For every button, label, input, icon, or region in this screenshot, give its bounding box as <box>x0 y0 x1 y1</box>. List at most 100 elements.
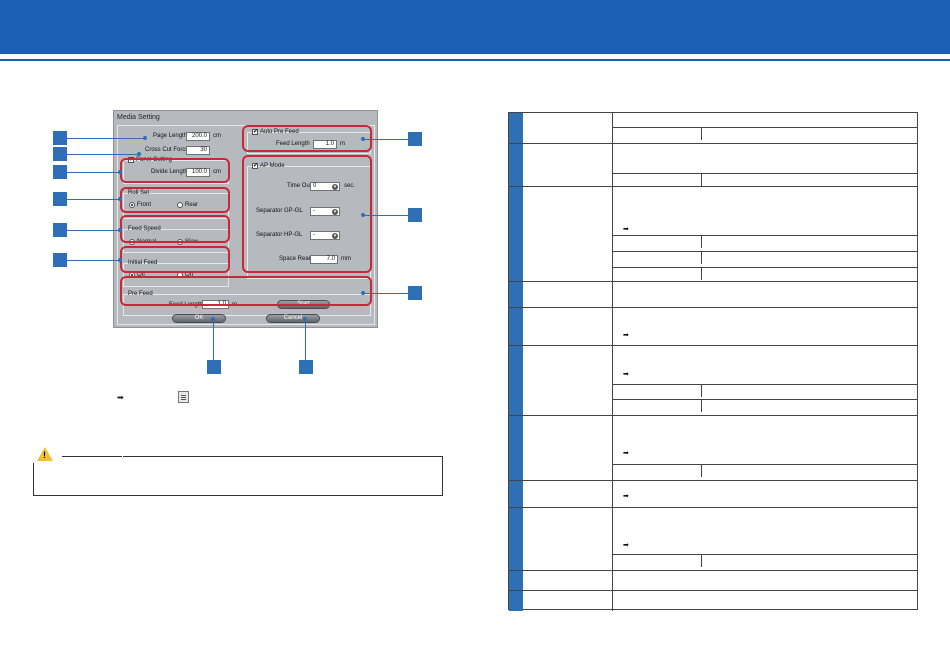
callout-marker <box>299 360 313 374</box>
settings-menu-icon <box>178 391 189 403</box>
sub-row <box>613 173 918 186</box>
row-marker <box>509 591 523 611</box>
callout-leader <box>363 139 408 140</box>
ap-mode-checkbox[interactable]: ✔ <box>252 163 259 169</box>
auto-pre-feed-checkbox[interactable]: ✔ <box>252 129 259 135</box>
callout-leader <box>305 319 306 360</box>
reference-arrow-icon: ➡ <box>623 542 629 549</box>
table-row: ➡ <box>509 480 918 508</box>
row-marker <box>509 144 523 187</box>
row-marker <box>509 113 523 143</box>
time-out-select[interactable]: 0▾ <box>310 182 340 191</box>
row-name-cell <box>523 481 613 508</box>
reference-arrow-icon: ➡ <box>623 450 629 457</box>
table-row <box>509 143 918 187</box>
callout-dot <box>118 197 122 201</box>
page-length-label: Page Length <box>153 133 188 139</box>
table-row: ➡ <box>509 186 918 282</box>
callout-dot <box>303 317 307 321</box>
initial-feed-group <box>123 263 229 287</box>
initial-feed-label: Initial Feed <box>128 260 158 266</box>
reference-arrow-icon: ➡ <box>117 393 124 402</box>
table-row <box>509 570 918 591</box>
callout-dot <box>211 317 215 321</box>
callout-dot <box>118 170 122 174</box>
sub-row <box>613 384 918 397</box>
highlight-roll-set <box>120 187 230 213</box>
callout-marker <box>53 192 67 206</box>
sub-row <box>613 399 918 412</box>
row-name-cell <box>523 591 613 611</box>
row-marker <box>509 187 523 282</box>
table-row <box>509 113 918 143</box>
table-row: ➡ <box>509 415 918 481</box>
dialog-body: Page Length 200.0 cm Cross Cut Force 30 … <box>117 125 375 325</box>
highlight-auto-pre-feed <box>242 125 372 152</box>
callout-dot <box>361 137 365 141</box>
callout-marker <box>408 286 422 300</box>
cross-cut-force-field[interactable]: 30 <box>186 146 210 155</box>
callout-leader <box>67 260 120 261</box>
row-name-cell <box>523 144 613 187</box>
callout-dot <box>143 136 147 140</box>
row-name-cell <box>523 282 613 308</box>
callout-marker <box>207 360 221 374</box>
row-marker <box>509 508 523 571</box>
callout-marker <box>53 223 67 237</box>
reference-arrow-icon: ➡ <box>623 332 629 339</box>
time-out-value: 0 <box>313 183 317 189</box>
row-name-cell <box>523 346 613 416</box>
initial-feed-off-label: Off <box>137 272 145 278</box>
callout-marker <box>53 253 67 267</box>
header-rule <box>0 59 950 61</box>
page-length-field[interactable]: 200.0 <box>186 132 210 141</box>
row-name-cell <box>523 113 613 143</box>
row-marker <box>509 346 523 416</box>
space-rear-field[interactable]: 7.0 <box>310 255 338 264</box>
callout-leader <box>67 138 145 139</box>
sub-row <box>613 127 918 140</box>
row-marker <box>509 481 523 508</box>
auto-feed-length-field[interactable]: 1.0 <box>313 140 337 149</box>
roll-set-rear-radio[interactable] <box>177 202 183 208</box>
panel-cutting-label: Panel Cutting <box>136 157 173 163</box>
feed-speed-label: Feed Speed <box>128 226 161 232</box>
reference-arrow-icon: ➡ <box>623 226 629 233</box>
dialog-title: Media Setting <box>117 114 160 121</box>
separator-gp-dropdown-icon[interactable]: ▾ <box>332 209 338 215</box>
divide-length-field[interactable]: 100.0 <box>186 168 210 177</box>
callout-leader <box>213 319 214 360</box>
ok-button[interactable]: OK <box>172 314 226 323</box>
callout-marker <box>53 165 67 179</box>
separator-gp-value: - <box>313 208 315 214</box>
time-out-dropdown-icon[interactable]: ▾ <box>332 184 338 190</box>
callout-marker <box>408 208 422 222</box>
auto-pre-feed-label: Auto Pre Feed <box>260 129 299 135</box>
reference-arrow-icon: ➡ <box>623 493 629 500</box>
time-out-unit: sec. <box>344 183 356 189</box>
callout-leader <box>67 230 120 231</box>
roll-set-front-radio[interactable] <box>129 202 135 208</box>
separator-hp-label: Separator HP-GL <box>256 232 303 238</box>
callout-dot <box>118 258 122 262</box>
cancel-button[interactable]: Cancel <box>266 314 320 323</box>
separator-gp-select[interactable]: -▾ <box>310 207 340 216</box>
panel-cutting-checkbox[interactable]: ✔ <box>128 157 135 163</box>
caution-box <box>33 456 443 496</box>
cross-cut-force-label: Cross Cut Force <box>145 147 189 153</box>
callout-dot <box>361 291 365 295</box>
reference-arrow-icon: ➡ <box>623 371 629 378</box>
ap-mode-label: AP Mode <box>260 163 285 169</box>
separator-hp-dropdown-icon[interactable]: ▾ <box>332 233 338 239</box>
divide-length-label: Divide Length <box>151 169 188 175</box>
callout-leader <box>67 154 138 155</box>
row-name-cell <box>523 571 613 591</box>
pre-feed-label: Pre Feed <box>128 291 153 297</box>
time-out-label: Time Out <box>287 183 312 189</box>
roll-set-label: Roll Set <box>128 190 150 196</box>
row-name-cell <box>523 416 613 481</box>
separator-hp-select[interactable]: -▾ <box>310 231 340 240</box>
row-name-cell <box>523 508 613 571</box>
sub-row <box>613 464 918 477</box>
row-marker <box>509 416 523 481</box>
